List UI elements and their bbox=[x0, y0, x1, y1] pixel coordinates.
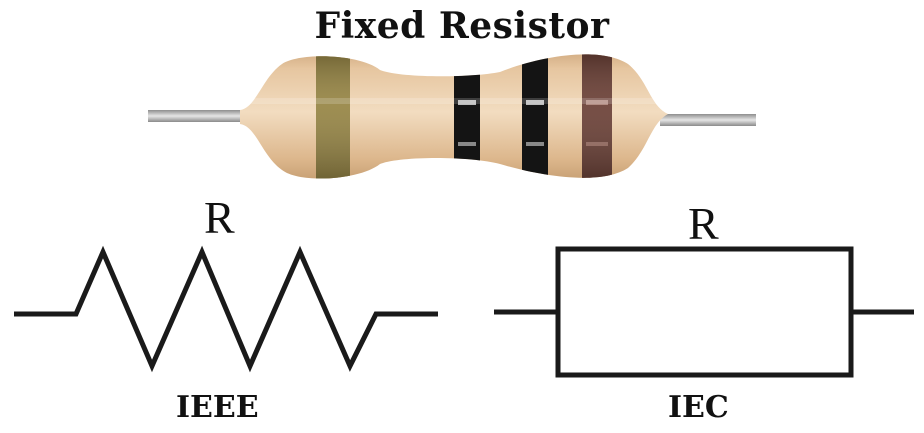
iec-rectangle-symbol bbox=[555, 246, 854, 378]
right-lead bbox=[660, 114, 756, 126]
ieee-standard-label: IEEE bbox=[176, 390, 259, 425]
ieee-zigzag-symbol bbox=[14, 245, 438, 373]
iec-standard-label: IEC bbox=[668, 390, 729, 425]
left-lead bbox=[148, 110, 248, 122]
page-title: Fixed Resistor bbox=[314, 5, 610, 47]
band-3 bbox=[522, 54, 548, 179]
ieee-resistor-label: R bbox=[204, 192, 235, 243]
iec-resistor-label: R bbox=[688, 198, 719, 249]
